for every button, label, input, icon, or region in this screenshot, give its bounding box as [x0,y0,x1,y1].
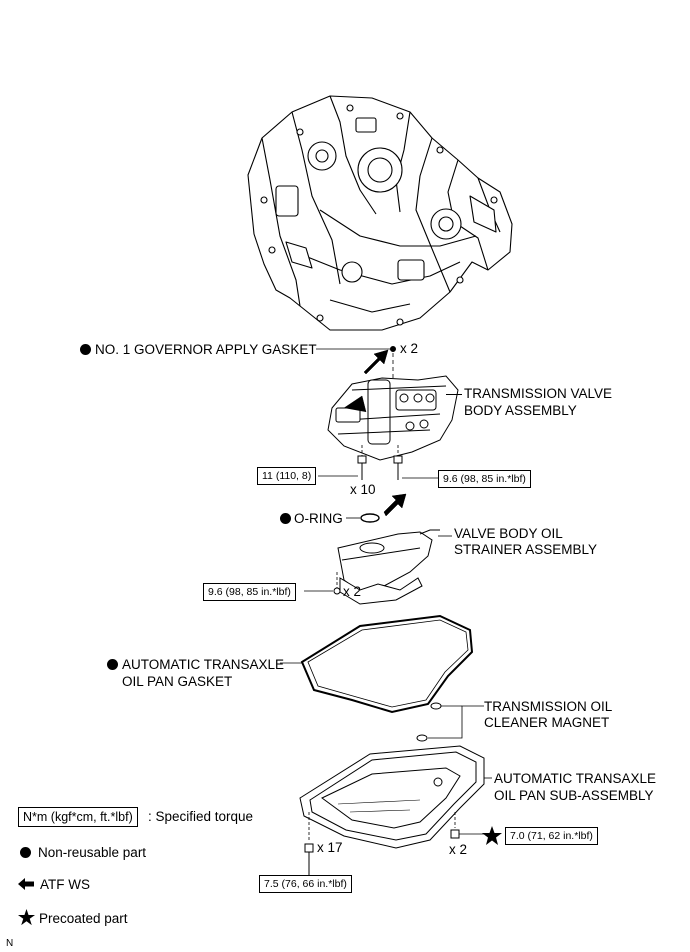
o-ring-illustration [346,493,407,523]
strainer-label-line2: STRAINER ASSEMBLY [454,542,598,557]
oil-pan-label-line1: AUTOMATIC TRANSAXLE [494,771,657,786]
transaxle-case-illustration [247,95,513,331]
magnet-label-line2: CLEANER MAGNET [484,715,610,730]
drain-torque: 7.0 (71, 62 in.*lbf) [505,827,598,845]
arrow-left-icon [18,878,34,890]
strainer-illustration [304,529,452,605]
non-reusable-icon [20,847,31,858]
drain-quantity: x 2 [449,842,468,857]
oil-pan-bolts [304,812,486,878]
magnet-illustration [416,702,484,742]
oil-pan-illustration [299,745,492,849]
legend-precoated: Precoated part [18,909,128,927]
valve-body-bolt-quantity: x 10 [350,482,376,497]
strainer-label-line1: VALVE BODY OIL [454,526,563,541]
non-reusable-icon [80,344,91,355]
pan-gasket-label-line1: AUTOMATIC TRANSAXLE [107,657,284,673]
valve-body-leader [446,394,462,395]
valve-body-torque-a: 11 (110, 8) [257,467,317,485]
gasket-quantity: x 2 [400,341,419,356]
valve-body-label-line2: BODY ASSEMBLY [464,403,577,418]
valve-body-label-line1: TRANSMISSION VALVE [464,386,613,401]
corner-letter: N [6,938,14,949]
magnet-label-line1: TRANSMISSION OIL [484,699,613,714]
non-reusable-icon [107,659,118,670]
legend-torque-box: N*m (kgf*cm, ft.*lbf) [18,807,138,827]
legend-atf: ATF WS [18,877,90,893]
non-reusable-icon [280,513,291,524]
valve-body-illustration [327,375,459,461]
strainer-bolt-quantity: x 2 [343,584,362,599]
valve-body-bolts [318,445,438,480]
oil-pan-label-line2: OIL PAN SUB-ASSEMBLY [494,788,654,803]
star-icon [18,909,35,926]
legend-non-reusable: Non-reusable part [20,845,146,861]
legend-torque-text: : Specified torque [148,809,254,824]
governor-gasket-callout [316,346,396,385]
o-ring-label: O-RING [280,511,343,527]
governor-gasket-label: NO. 1 GOVERNOR APPLY GASKET [80,342,317,358]
pan-gasket-label-line2: OIL PAN GASKET [122,674,233,689]
oil-pan-gasket-illustration [280,614,474,714]
pan-bolt-quantity: x 17 [317,840,343,855]
pan-bolt-torque: 7.5 (76, 66 in.*lbf) [259,875,352,893]
precoated-star-icon [482,826,502,845]
strainer-torque: 9.6 (98, 85 in.*lbf) [203,583,296,601]
valve-body-torque-b: 9.6 (98, 85 in.*lbf) [438,470,531,488]
